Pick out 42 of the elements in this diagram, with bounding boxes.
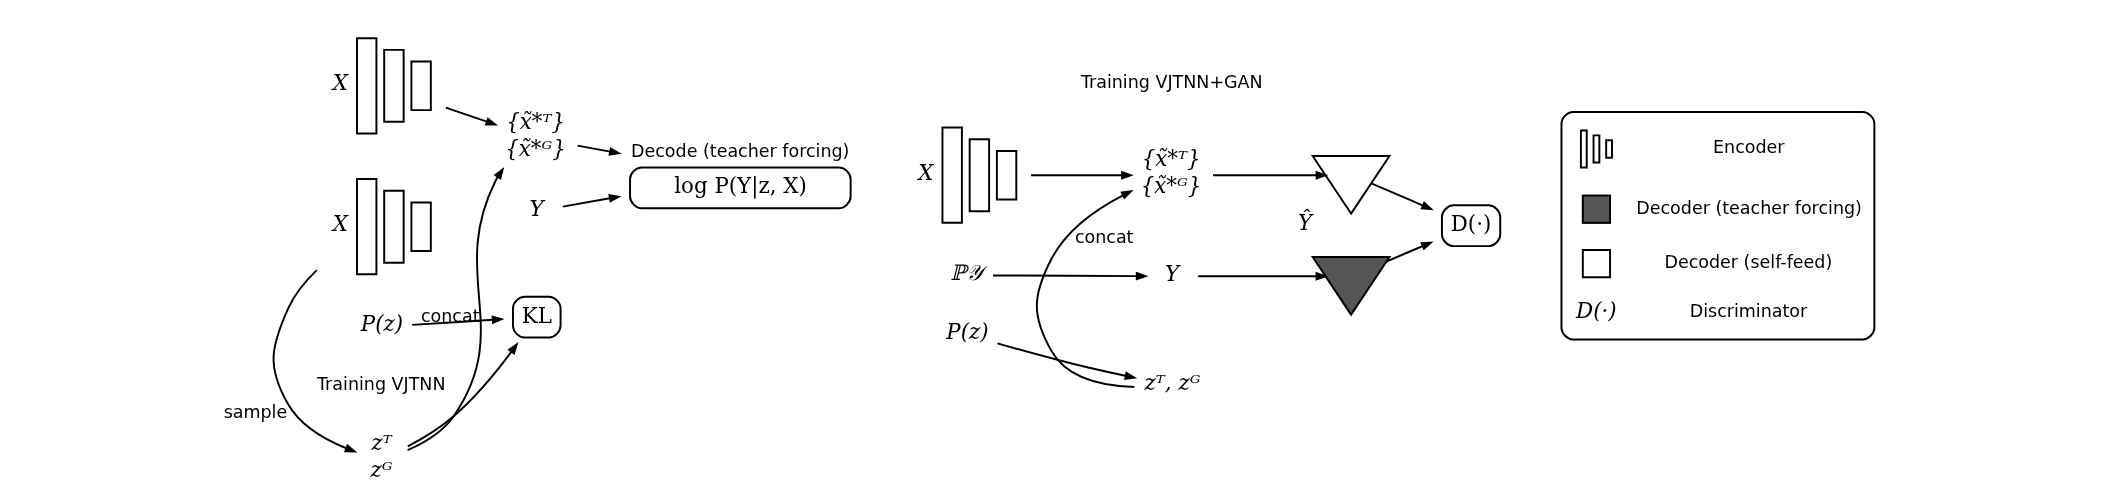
node-box: KL — [512, 295, 562, 339]
arrow — [272, 269, 358, 453]
label: Training VJTNN — [317, 374, 446, 395]
legend-label: Encoder — [1713, 137, 1785, 158]
node-label: X — [918, 159, 934, 185]
edge-label: concat — [1074, 226, 1134, 247]
arrow — [996, 342, 1138, 380]
node-tree — [1310, 256, 1392, 317]
node-label: Ŷ — [1298, 209, 1313, 235]
node-text: Y — [1164, 260, 1180, 286]
arrow — [406, 167, 505, 452]
legend-label: Decoder (self-feed) — [1664, 251, 1833, 272]
node-label: X — [332, 70, 348, 96]
node-box: log P(Y|z, X) — [629, 166, 852, 210]
arrow — [1370, 182, 1434, 211]
arrow — [406, 342, 519, 448]
arrow — [576, 144, 622, 156]
node-text: {x̃*ᵀ} {x̃*ᴳ} — [1140, 146, 1202, 199]
edge-label: concat — [420, 305, 480, 326]
edge-label: sample — [223, 402, 288, 423]
arrow — [1030, 170, 1134, 180]
arrow — [1385, 241, 1434, 263]
node-text: zᵀ zᴳ — [370, 429, 393, 483]
legend-label: Decoder (teacher forcing) — [1636, 197, 1862, 218]
node-text: zᵀ, zᴳ — [1144, 369, 1201, 395]
node-text: P(z) — [946, 319, 989, 345]
node-label: X — [332, 211, 348, 237]
arrow — [444, 106, 499, 126]
arrow — [1035, 189, 1136, 389]
arrow — [1212, 170, 1329, 180]
arrow — [561, 194, 622, 208]
node-text: P(z) — [360, 311, 404, 337]
label: D(·) — [1576, 297, 1617, 323]
node-text: {x̃*ᵀ} {x̃*ᴳ} — [505, 109, 566, 162]
legend-label: Discriminator — [1689, 301, 1808, 322]
node-label: Decode (teacher forcing) — [631, 141, 850, 162]
label: Training VJTNN+GAN — [1080, 72, 1263, 93]
arrow — [411, 315, 505, 326]
arrow — [992, 271, 1149, 281]
node-text: Y — [529, 195, 544, 221]
arrow — [1197, 271, 1329, 281]
node-box: D(·) — [1440, 204, 1502, 248]
